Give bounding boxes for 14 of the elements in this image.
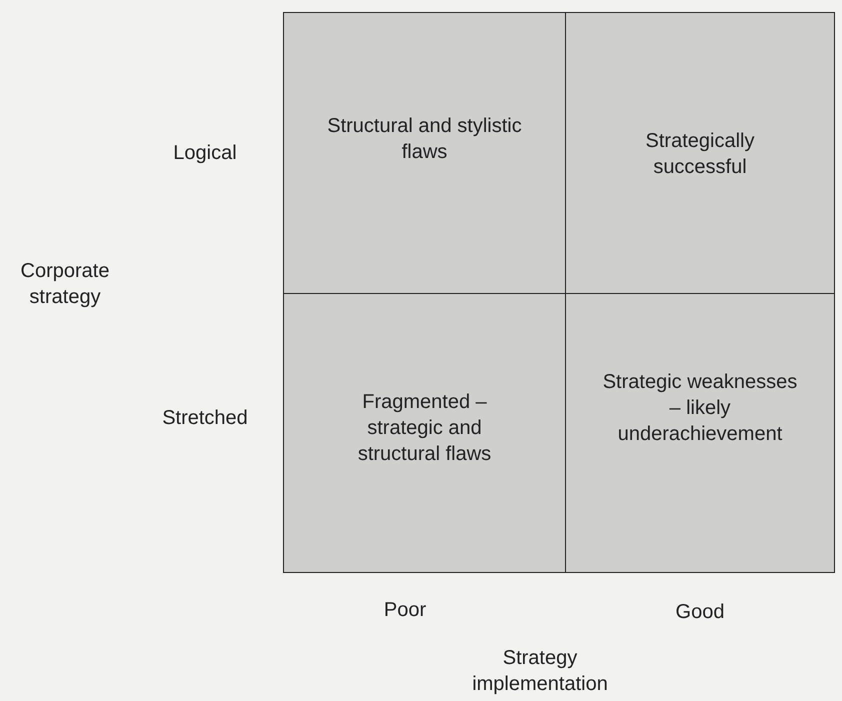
matrix-quadrant xyxy=(565,293,835,573)
axis-title: Strategy implementation xyxy=(471,646,609,697)
axis-title: Corporate strategy xyxy=(20,259,110,310)
matrix-quadrant xyxy=(565,12,835,294)
row-label: Logical xyxy=(172,141,238,166)
quadrant-label: Strategically successful xyxy=(644,129,756,180)
matrix-quadrant xyxy=(283,293,566,573)
quadrant-label: Fragmented – strategic and structural flaws xyxy=(356,390,492,467)
row-label: Stretched xyxy=(161,406,249,431)
matrix-quadrant xyxy=(283,12,566,294)
column-label: Good xyxy=(674,600,726,625)
quadrant-label: Strategic weaknesses – likely underachievement xyxy=(602,370,798,447)
column-label: Poor xyxy=(382,598,428,623)
quadrant-label: Structural and stylistic flaws xyxy=(326,114,523,165)
